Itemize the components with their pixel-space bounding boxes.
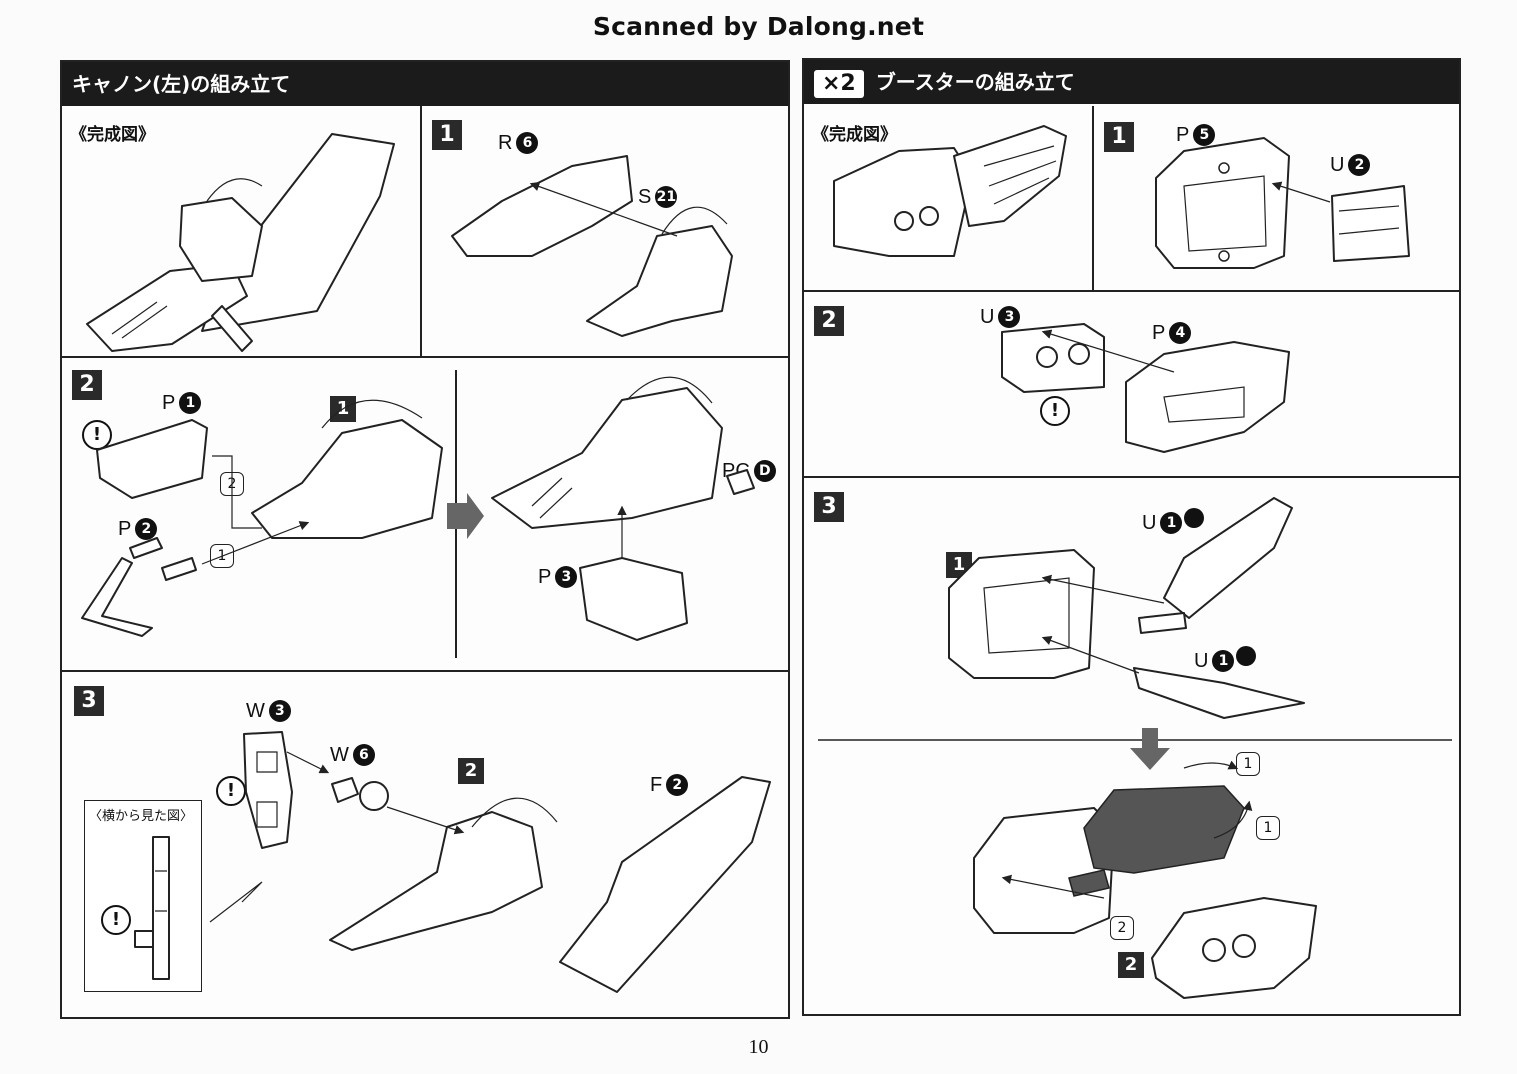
completed-caption: 《完成図》: [70, 125, 155, 145]
scan-credit: Scanned by Dalong.net: [592, 12, 925, 41]
cannon-step2-illustration: [81, 370, 755, 658]
booster-step1-illustration: [1155, 137, 1410, 269]
cannon-step3-illustration: [209, 731, 771, 993]
order-badge: 2: [1110, 916, 1134, 940]
cannon-completed-view: 《完成図》: [62, 106, 422, 358]
side-view-box: 〈横から見た図〉 !: [84, 800, 202, 992]
cannon-assembly-title: キャノン(左)の組み立て: [62, 62, 788, 106]
booster-step3-illustration: [818, 497, 1452, 999]
rotate-icon: [1236, 646, 1257, 666]
step-number: 2: [72, 370, 102, 400]
quantity-multiplier: ×2: [814, 69, 864, 98]
step-number: 3: [814, 492, 844, 522]
order-badge: 1: [1236, 752, 1260, 776]
rotate-icon: [1184, 508, 1205, 528]
booster-completed-illustration: [833, 125, 1067, 257]
cannon-step1-illustration: [451, 155, 733, 337]
booster-completed-view: 《完成図》: [804, 106, 1094, 292]
step-number: 1: [1104, 122, 1134, 152]
step-number: 3: [74, 686, 104, 716]
step-number: 2: [814, 306, 844, 336]
sub-assembly-ref: 2: [1118, 952, 1144, 978]
booster-assembly-title: ブースターの組み立て: [875, 70, 1075, 94]
booster-step2-illustration: [1001, 323, 1290, 453]
side-view-illustration: [134, 836, 170, 980]
sub-assembly-ref: 2: [458, 758, 484, 784]
warning-icon: !: [1040, 396, 1070, 426]
booster-assembly-header: ×2 ブースターの組み立て: [804, 60, 1459, 104]
step-number: 1: [432, 120, 462, 150]
completed-caption: 《完成図》: [812, 125, 897, 145]
side-view-caption: 〈横から見た図〉: [89, 809, 194, 824]
cannon-completed-illustration: [86, 133, 395, 352]
order-badge: 1: [1256, 816, 1280, 840]
warning-icon: !: [101, 905, 131, 935]
page-number: 10: [748, 1036, 769, 1058]
